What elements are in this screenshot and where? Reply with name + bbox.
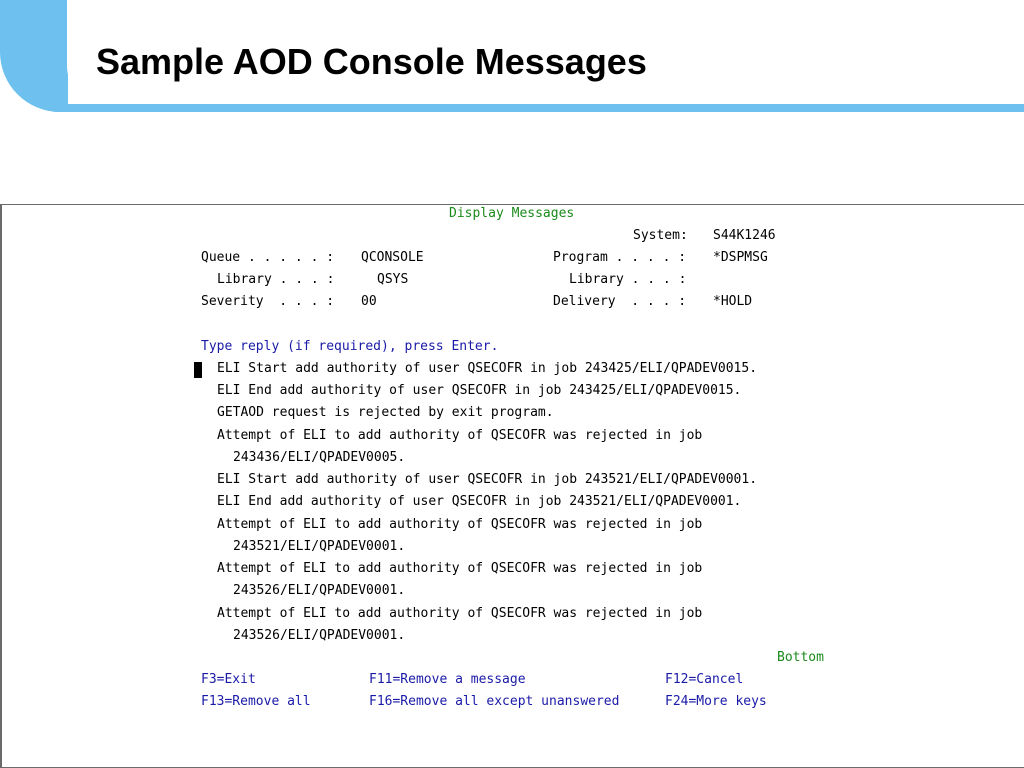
f11-remove-message-key[interactable]: F11=Remove a message: [369, 672, 526, 687]
message-line[interactable]: Attempt of ELI to add authority of QSECO…: [217, 517, 703, 532]
message-line-continuation: 243521/ELI/QPADEV0001.: [233, 539, 406, 554]
message-line[interactable]: Attempt of ELI to add authority of QSECO…: [217, 428, 703, 443]
bottom-indicator: Bottom: [777, 650, 824, 665]
message-line-continuation: 243526/ELI/QPADEV0001.: [233, 583, 406, 598]
screen-title: Display Messages: [449, 206, 575, 221]
message-line[interactable]: Attempt of ELI to add authority of QSECO…: [217, 561, 703, 576]
f16-remove-all-except-unanswered-key[interactable]: F16=Remove all except unanswered: [369, 694, 620, 709]
system-label: System:: [633, 228, 688, 243]
severity-label: Severity . . . :: [201, 294, 335, 309]
f3-exit-key[interactable]: F3=Exit: [201, 672, 256, 687]
slide-title: Sample AOD Console Messages: [96, 41, 647, 82]
delivery-value[interactable]: *HOLD: [713, 294, 753, 309]
message-line[interactable]: ELI End add authority of user QSECOFR in…: [217, 383, 742, 398]
message-line-continuation: 243436/ELI/QPADEV0005.: [233, 450, 406, 465]
text-cursor: [194, 362, 202, 378]
message-line[interactable]: ELI Start add authority of user QSECOFR …: [217, 472, 758, 487]
f24-more-keys-key[interactable]: F24=More keys: [665, 694, 767, 709]
header-decoration-mask: [67, 0, 1024, 104]
message-line[interactable]: ELI Start add authority of user QSECOFR …: [217, 361, 758, 376]
queue-label: Queue . . . . . :: [201, 250, 335, 265]
instruction-text: Type reply (if required), press Enter.: [201, 339, 499, 354]
queue-value[interactable]: QCONSOLE: [361, 250, 424, 265]
system-value: S44K1246: [713, 228, 776, 243]
header-decoration-line: [48, 104, 1024, 112]
delivery-label: Delivery . . . :: [553, 294, 687, 309]
program-label: Program . . . . :: [553, 250, 687, 265]
queue-library-label: Library . . . :: [217, 272, 335, 287]
f13-remove-all-key[interactable]: F13=Remove all: [201, 694, 311, 709]
terminal-screen: Display Messages System: S44K1246 Queue …: [0, 204, 1024, 768]
message-line[interactable]: GETAOD request is rejected by exit progr…: [217, 405, 554, 420]
program-value[interactable]: *DSPMSG: [713, 250, 768, 265]
program-library-label: Library . . . :: [569, 272, 687, 287]
message-line-continuation: 243526/ELI/QPADEV0001.: [233, 628, 406, 643]
queue-library-value[interactable]: QSYS: [377, 272, 409, 287]
message-line[interactable]: ELI End add authority of user QSECOFR in…: [217, 494, 742, 509]
severity-value[interactable]: 00: [361, 294, 377, 309]
f12-cancel-key[interactable]: F12=Cancel: [665, 672, 744, 687]
header-decoration-bar: [0, 0, 68, 112]
message-line[interactable]: Attempt of ELI to add authority of QSECO…: [217, 606, 703, 621]
